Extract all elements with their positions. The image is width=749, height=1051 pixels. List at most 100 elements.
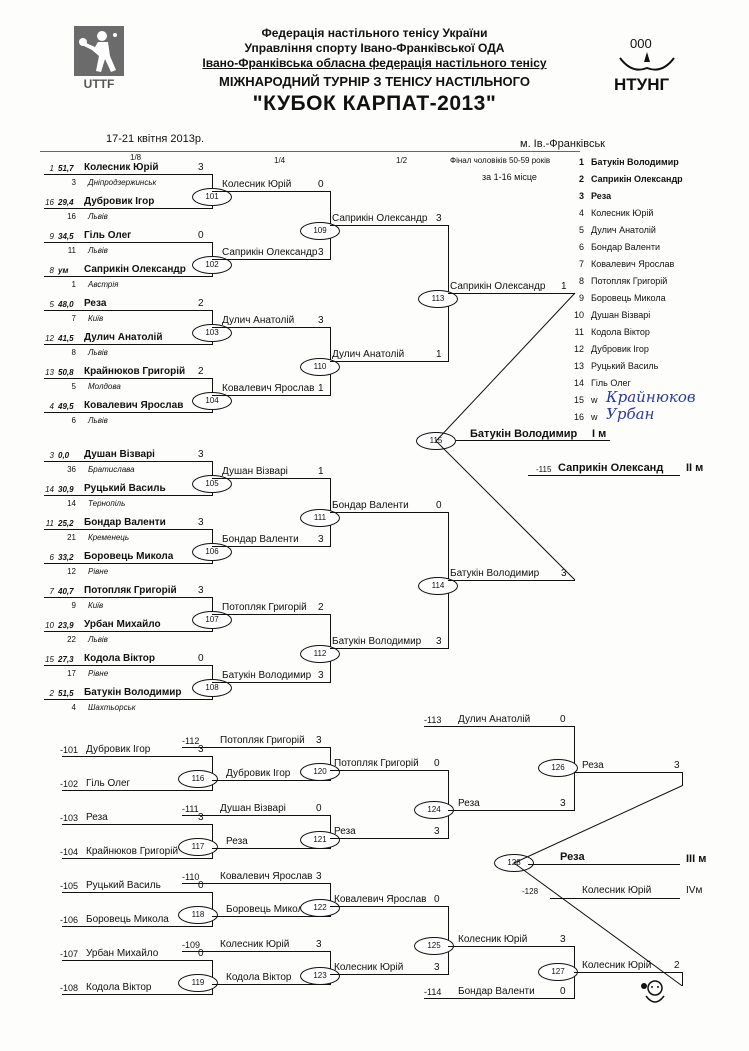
cons-w1-name: Реза [226, 836, 248, 847]
place-name: w [591, 412, 598, 422]
cons-line [182, 883, 330, 884]
r1-player-name: Реза [84, 298, 107, 309]
cons-w2-name: Колесник Юрій [334, 961, 404, 973]
match-oval: 120 [300, 762, 340, 781]
r1-rating: 27,3 [58, 655, 74, 664]
r1-rating: 33,2 [58, 553, 74, 562]
cons-line [448, 945, 574, 947]
place-number: 4 [578, 208, 584, 218]
r1-line [44, 344, 212, 345]
place-number: 5 [578, 225, 584, 235]
cons-connector [682, 771, 683, 786]
r1-rank: 5 [71, 382, 76, 391]
cons-l2-sets: 3 [316, 735, 322, 746]
r1-seed: 16 [45, 198, 54, 207]
cons-ref: -104 [60, 847, 79, 857]
ntung-logo-text: НТУНГ [614, 75, 670, 94]
r2-line [212, 546, 330, 547]
final-loser-ref: -115 [536, 465, 552, 474]
r1-line [44, 699, 212, 700]
r1-club: Кременець [88, 533, 130, 542]
place-name: Руцький Василь [591, 361, 659, 371]
cons-player-name: Боровець Микола [86, 914, 169, 925]
r1-line [44, 208, 212, 209]
tournament-city: м. Ів.-Франківськ [520, 138, 605, 150]
r1-sets: 3 [198, 449, 204, 460]
cons-ref: -106 [60, 915, 79, 925]
r1-seed: 6 [49, 553, 54, 562]
round-label-r4: 1/2 [396, 156, 408, 165]
r1-rating: 50,8 [58, 368, 74, 377]
r1-rank: 21 [67, 533, 76, 542]
place-name: Саприкін Олександр [591, 174, 683, 184]
r1-line [44, 495, 212, 496]
place-number: 3 [578, 191, 584, 201]
r1-club: Київ [88, 601, 104, 610]
cons-ref: -103 [60, 813, 79, 823]
cons-player-name: Крайнюков Григорій [86, 846, 179, 857]
r1-sets: 3 [198, 585, 204, 596]
cons-line [182, 815, 330, 816]
match-oval: 119 [178, 974, 218, 992]
r1-club: Рівне [88, 567, 109, 576]
place-number: 10 [573, 310, 584, 320]
r2-sets: 0 [318, 179, 324, 190]
r1-rank: 1 [71, 280, 76, 289]
final-loser: Саприкін Олександ [558, 462, 664, 474]
r1-rating: 25,2 [58, 519, 74, 528]
cons-line [62, 858, 212, 859]
r1-sets: 0 [198, 230, 204, 241]
r1-club: Тернопіль [88, 499, 126, 508]
regional-federation-title: Івано-Франківська обласна федерація наст… [202, 56, 547, 70]
fourth-place-label: ІVм [686, 885, 703, 896]
r3-line [330, 225, 448, 226]
r1-rating: 0,0 [58, 451, 70, 460]
place-name: Батукін Володимир [591, 157, 679, 167]
r1-seed: 11 [45, 519, 54, 528]
r2-sets: 3 [318, 315, 324, 326]
r4-player-name: Батукін Володимир [450, 568, 540, 579]
cons-w2-name: Реза [334, 825, 356, 837]
r1-rating: 51,5 [58, 689, 74, 698]
cons-sets: 0 [198, 948, 204, 959]
r1-player-name: Дубровик Ігор [84, 196, 155, 207]
final-connector-line [435, 292, 576, 442]
r1-seed: 13 [45, 368, 54, 377]
place-handwritten-name: Крайнюков [606, 388, 696, 406]
cons-l3-sets: 0 [560, 986, 566, 997]
cons-w3-name: Реза [458, 797, 480, 809]
r2-player-name: Душан Візварі [222, 466, 288, 477]
r1-player-name: Дулич Анатолій [84, 332, 163, 343]
place-name: Бондар Валенти [591, 242, 661, 252]
r3-line [330, 361, 448, 362]
place-name: Кодола Віктор [591, 327, 650, 337]
match-oval: 101 [192, 188, 232, 206]
cons-l3-sets: 0 [560, 714, 566, 725]
cons-w1-name: Дубровик Ігор [226, 768, 291, 779]
cons-ref: -101 [60, 745, 79, 755]
r1-rank: 14 [67, 499, 76, 508]
r2-player-name: Дулич Анатолій [222, 315, 295, 326]
final-connector-line [435, 440, 576, 581]
place-name: Дубровик Ігор [591, 344, 649, 354]
ntung-logo-top: 000 [630, 36, 652, 51]
cons-ref: -112 [182, 736, 200, 746]
r4-sets: 1 [561, 281, 567, 292]
cons-player-name: Урбан Михайло [86, 948, 159, 959]
r2-player-name: Батукін Володимир [222, 670, 312, 681]
cons-l2-sets: 3 [316, 871, 322, 882]
place-name: Боровець Микола [591, 293, 666, 303]
cons-ref: -110 [182, 872, 200, 882]
cons-player-name: Дубровик Ігор [86, 744, 151, 755]
r1-rating: 51,7 [58, 164, 74, 173]
cons-ref: -113 [424, 715, 442, 725]
r1-rating: 48,0 [58, 300, 74, 309]
r2-player-name: Саприкін Олександр [222, 247, 318, 258]
cons-ref: -108 [60, 983, 79, 993]
match-oval: 126 [538, 758, 578, 777]
r1-club: Рівне [88, 669, 109, 678]
cons-player-name: Руцький Василь [86, 880, 161, 891]
r2-sets: 3 [318, 247, 324, 258]
r1-line [44, 276, 212, 277]
